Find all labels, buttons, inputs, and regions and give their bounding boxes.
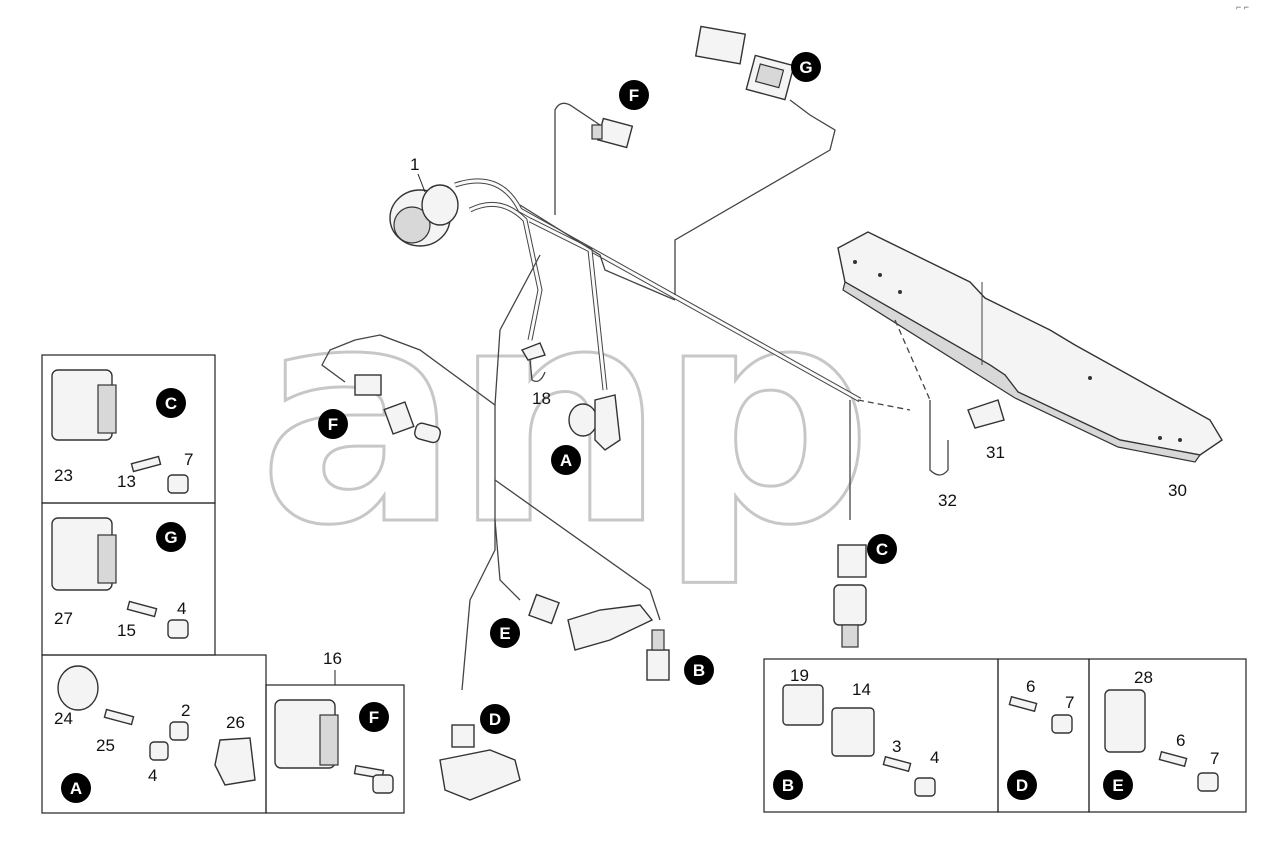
callout-4: 4	[177, 599, 186, 618]
callout-2: 2	[181, 701, 190, 720]
callout-18: 18	[532, 389, 551, 408]
inset-box-d	[997, 658, 1090, 813]
clip-31	[967, 399, 1005, 429]
callout-27: 27	[54, 609, 73, 628]
svg-text:F: F	[328, 415, 338, 434]
callout-25: 25	[96, 736, 115, 755]
main-harness	[321, 99, 949, 691]
inset-box-c	[41, 354, 216, 504]
svg-text:F: F	[629, 86, 639, 105]
callout-31: 31	[986, 443, 1005, 462]
svg-text:G: G	[164, 528, 177, 547]
badge-a-main: A	[551, 445, 581, 475]
sensor-c-right	[833, 544, 867, 648]
round-connector-1	[389, 184, 459, 247]
badge-box-d: D	[1007, 770, 1037, 800]
callout-1: 1	[410, 155, 419, 174]
connector-e-main	[528, 593, 654, 651]
badge-box-f: F	[359, 702, 389, 732]
inset-box-g	[41, 502, 216, 656]
watermark-text: anp	[258, 242, 865, 591]
badge-f-top: F	[619, 80, 649, 110]
callout-7: 7	[1210, 749, 1219, 768]
callout-labels: 1 18 31 30 32 16 23 13 7 27 15 4 24 25 2…	[54, 155, 1219, 785]
badge-g-top: G	[791, 52, 821, 82]
callout-3: 3	[892, 737, 901, 756]
svg-text:G: G	[799, 58, 812, 77]
callout-6: 6	[1026, 677, 1035, 696]
inset-box-b	[763, 658, 999, 813]
badge-box-a: A	[61, 773, 91, 803]
badge-box-b: B	[773, 770, 803, 800]
badge-d-main: D	[480, 704, 510, 734]
svg-text:E: E	[1112, 776, 1123, 795]
connector-b-main	[646, 629, 670, 681]
badge-box-e: E	[1103, 770, 1133, 800]
callout-16: 16	[323, 649, 342, 668]
corner-mark: ⌐ ⌐	[1236, 2, 1249, 12]
svg-text:B: B	[782, 776, 794, 795]
letter-badges: F G F A C E B D C G A F B D E	[61, 52, 1133, 803]
callout-19: 19	[790, 666, 809, 685]
callout-23: 23	[54, 466, 73, 485]
callout-7: 7	[184, 450, 193, 469]
inset-box-f	[265, 670, 405, 814]
svg-text:A: A	[560, 451, 572, 470]
svg-text:D: D	[489, 710, 501, 729]
svg-text:C: C	[165, 394, 177, 413]
badge-box-g: G	[156, 522, 186, 552]
sensor-d-main	[439, 724, 521, 801]
callout-6: 6	[1176, 731, 1185, 750]
callout-32: 32	[938, 491, 957, 510]
connector-a-main	[568, 394, 621, 451]
badge-c-right: C	[867, 534, 897, 564]
connector-f-left	[354, 374, 442, 444]
callout-4: 4	[930, 748, 939, 767]
svg-text:B: B	[693, 661, 705, 680]
svg-text:C: C	[876, 540, 888, 559]
callout-24: 24	[54, 709, 73, 728]
svg-text:A: A	[70, 779, 82, 798]
badge-b-main: B	[684, 655, 714, 685]
callout-28: 28	[1134, 668, 1153, 687]
callout-15: 15	[117, 621, 136, 640]
badge-box-c: C	[156, 388, 186, 418]
svg-text:D: D	[1016, 776, 1028, 795]
svg-text:F: F	[369, 708, 379, 727]
frame-rail-30	[837, 231, 1223, 463]
connector-g-top	[694, 25, 795, 101]
connector-f-top	[591, 117, 634, 149]
inset-box-e	[1088, 658, 1247, 813]
callout-7: 7	[1065, 693, 1074, 712]
callout-14: 14	[852, 680, 871, 699]
badge-f-left: F	[318, 409, 348, 439]
callout-30: 30	[1168, 481, 1187, 500]
clip-18	[520, 342, 546, 383]
svg-text:E: E	[499, 624, 510, 643]
badge-e-main: E	[490, 618, 520, 648]
callout-13: 13	[117, 472, 136, 491]
callout-4: 4	[148, 766, 157, 785]
callout-26: 26	[226, 713, 245, 732]
